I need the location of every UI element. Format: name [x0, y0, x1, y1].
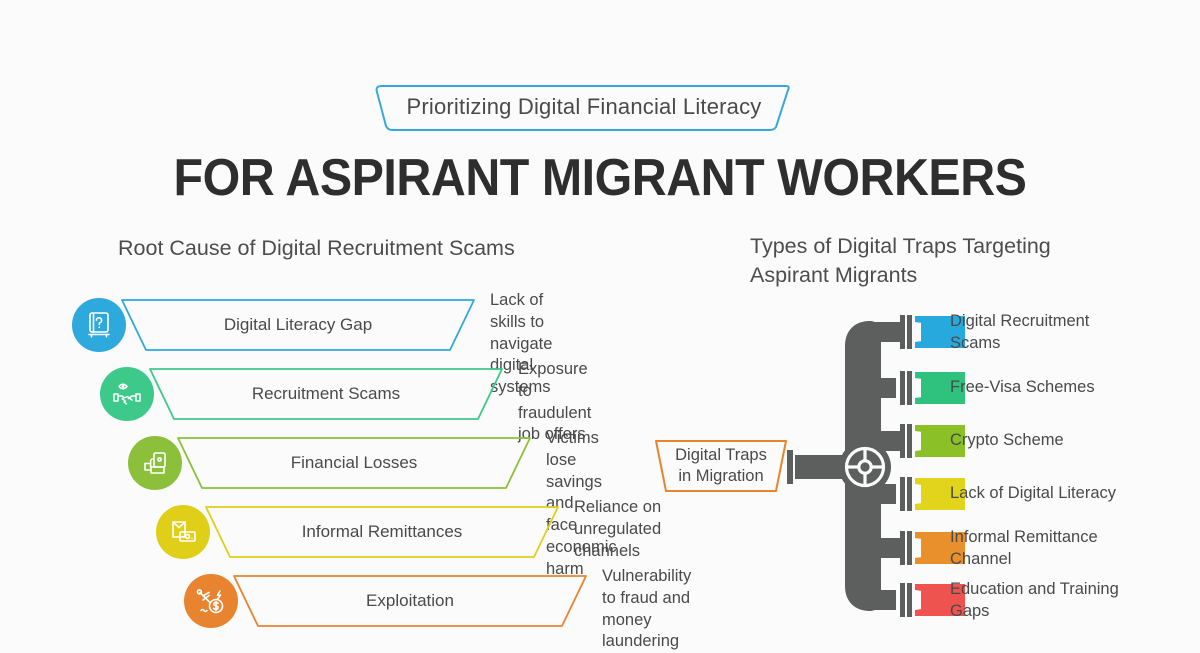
- source-label-line-1: Digital Traps: [675, 446, 767, 465]
- right-heading-line-2: Aspirant Migrants: [750, 262, 918, 287]
- banner-subtitle: Prioritizing Digital Financial Literacy: [372, 83, 796, 133]
- root-cause-label: Exploitation: [366, 591, 454, 610]
- digital-trap-item[interactable]: Free-Visa Schemes: [950, 377, 1095, 399]
- root-cause-label: Financial Losses: [290, 453, 418, 472]
- source-label-line-2: in Migration: [678, 467, 764, 485]
- description-line-1: Lack of skills to navigate: [490, 291, 553, 353]
- description-line-2: face economic harm: [546, 516, 617, 578]
- infographic-canvas: Prioritizing Digital Financial Literacy …: [72, 83, 1130, 650]
- root-cause-shape: [198, 503, 566, 561]
- description-line-1: Exposure to: [518, 360, 588, 400]
- digital-trap-item[interactable]: Crypto Scheme: [950, 430, 1064, 452]
- trap-label-line-1: Crypto Scheme: [950, 431, 1064, 449]
- dollar-shock-icon: [184, 574, 238, 628]
- root-cause-shape: [114, 296, 482, 354]
- trap-label-line-2: Channel: [950, 549, 1012, 568]
- left-section-heading: Root Cause of Digital Recruitment Scams: [118, 236, 515, 260]
- root-cause-label: Informal Remittances: [301, 522, 463, 541]
- digital-trap-item[interactable]: Lack of Digital Literacy: [950, 483, 1116, 505]
- right-heading-line-1: Types of Digital Traps Targeting: [750, 234, 1051, 258]
- banner-subtitle-text: Prioritizing Digital Financial Literacy: [406, 94, 762, 119]
- root-cause-shape: [142, 365, 510, 423]
- trap-label-line-1: Digital Recruitment: [950, 312, 1090, 330]
- pipe-manifold-diagram: [648, 300, 988, 630]
- root-cause-label: Digital Literacy Gap: [223, 315, 373, 334]
- envelope-cash-icon: [156, 505, 210, 559]
- root-cause-shape: [226, 572, 594, 630]
- description-line-2: fraudulent job offers: [518, 403, 592, 444]
- trap-label-line-1: Education and Training: [950, 580, 1119, 598]
- page-title: FOR ASPIRANT MIGRANT WORKERS: [173, 149, 1027, 207]
- trap-label-line-1: Informal Remittance: [950, 528, 1098, 546]
- digital-traps-source-shape: [650, 437, 792, 495]
- right-section-heading: Types of Digital Traps Targeting Aspiran…: [750, 232, 1130, 290]
- eye-handshake-icon: [100, 367, 154, 421]
- root-cause-description: Reliance on unregulated channels: [574, 497, 661, 562]
- manifold-svg: [787, 315, 965, 617]
- hand-money-icon: [128, 436, 182, 490]
- book-question-icon: [72, 298, 126, 352]
- root-cause-label: Recruitment Scams: [251, 384, 401, 403]
- description-line-1: Reliance on unregulated: [574, 498, 662, 538]
- description-line-1: Victims lose savings and: [546, 429, 602, 513]
- description-line-2: channels: [574, 541, 641, 560]
- root-cause-shape: [170, 434, 538, 492]
- trap-label-line-1: Free-Visa Schemes: [950, 378, 1095, 396]
- description-line-1: Vulnerability to fraud and: [602, 567, 692, 607]
- banner-outline-shape: [375, 85, 790, 131]
- trap-label-line-2: Scams: [950, 333, 1001, 352]
- trap-label-line-1: Lack of Digital Literacy: [950, 484, 1116, 502]
- digital-traps-source-label: Digital Traps in Migration: [650, 437, 792, 495]
- trap-label-line-2: Gaps: [950, 601, 990, 620]
